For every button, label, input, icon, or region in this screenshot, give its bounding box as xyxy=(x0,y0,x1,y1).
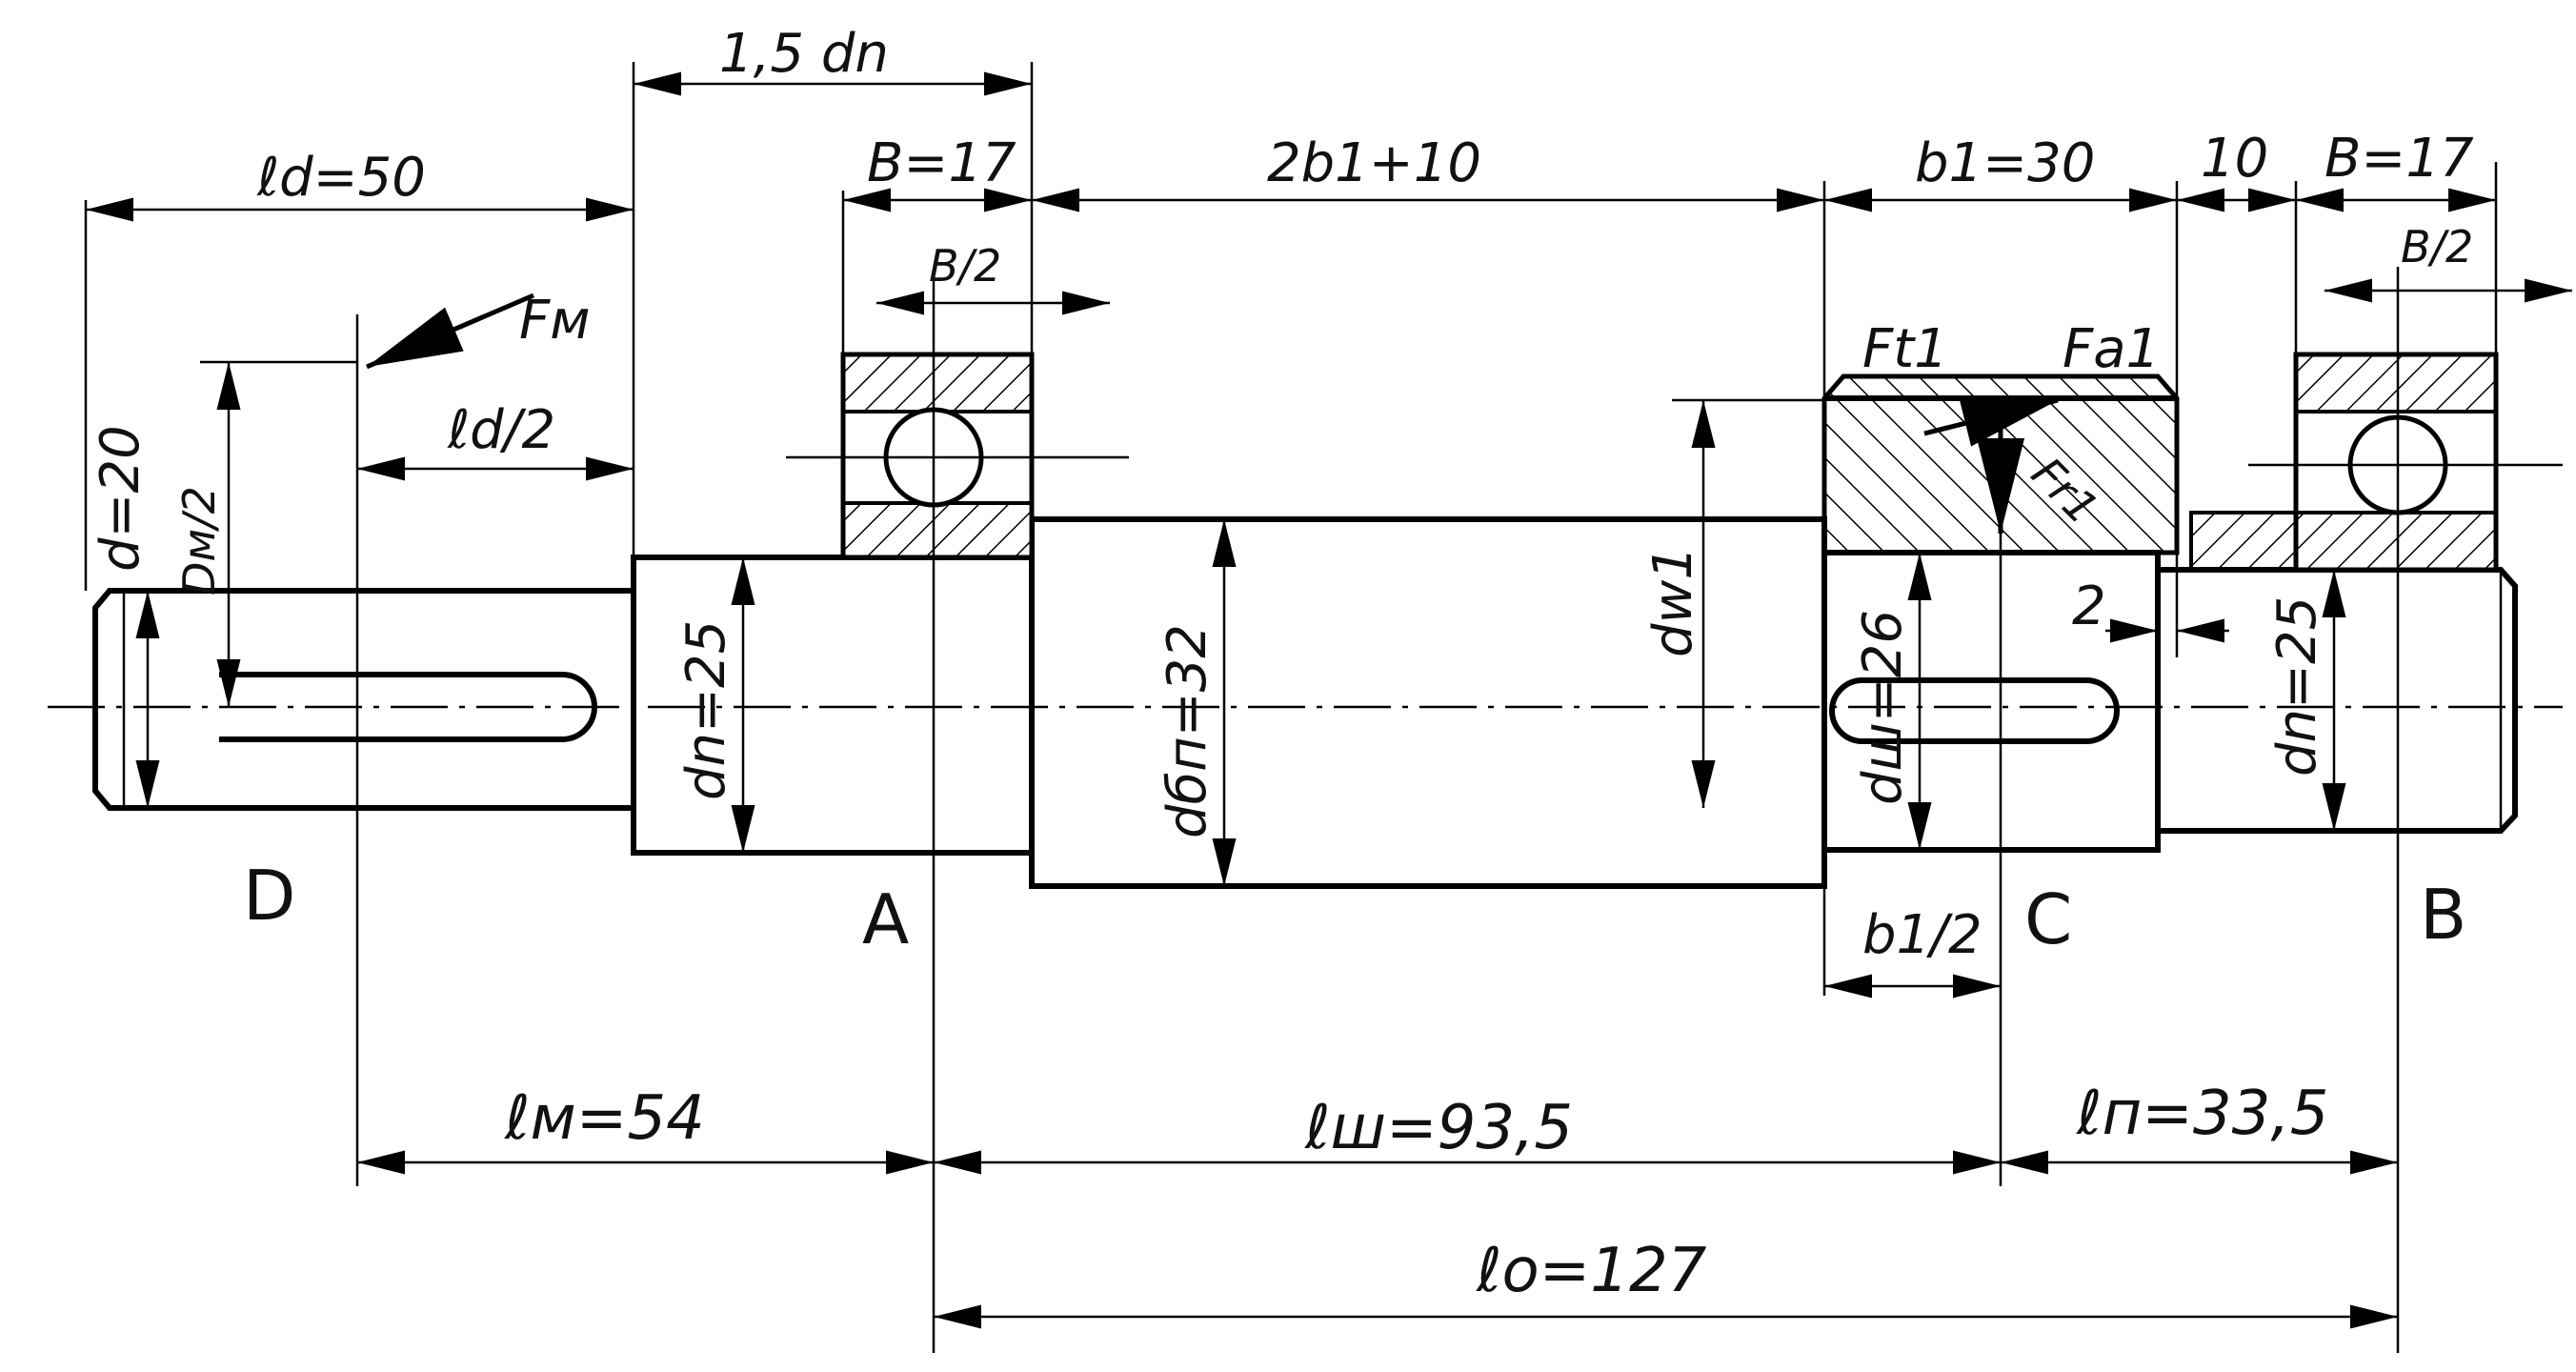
label-lo: ℓo=127 xyxy=(1476,1236,1707,1306)
label-ln: ℓп=33,5 xyxy=(2076,1079,2328,1149)
label-2b1-plus-10: 2b1+10 xyxy=(1267,132,1481,194)
bearing-b xyxy=(2189,352,2563,573)
label-lsh: ℓш=93,5 xyxy=(1304,1093,1573,1163)
label-fm: Fм xyxy=(519,290,590,352)
point-d: D xyxy=(243,856,295,936)
label-two: 2 xyxy=(2072,575,2106,637)
point-b: B xyxy=(2420,875,2466,955)
bearing-a xyxy=(786,352,1129,560)
label-ft1: Ft1 xyxy=(1862,318,1948,380)
label-b1-half: b1/2 xyxy=(1862,904,1982,966)
label-b17-right: B=17 xyxy=(2324,128,2474,190)
label-1-5-dn: 1,5 dn xyxy=(719,23,889,85)
label-dw1: dw1 xyxy=(1642,546,1704,657)
label-b17-left: B=17 xyxy=(867,132,1016,194)
force-arrows xyxy=(366,293,2059,534)
label-dsh: dш=26 xyxy=(1852,610,1914,805)
shaft-outline xyxy=(92,516,2518,889)
label-ld: ℓd=50 xyxy=(256,147,426,209)
label-b-half-left: B/2 xyxy=(929,240,1001,292)
point-c: C xyxy=(2024,879,2072,959)
label-dn-right: dn=25 xyxy=(2266,596,2328,777)
drawing-labels: 1,5 dn ℓd=50 B=17 2b1+10 b1=30 10 B=17 B… xyxy=(90,23,2474,1306)
gear-section xyxy=(1672,373,2180,555)
label-dn-left: dn=25 xyxy=(675,620,737,800)
label-fa1: Fa1 xyxy=(2063,318,2160,380)
label-dm-half: Dм/2 xyxy=(173,486,225,595)
label-d20: d=20 xyxy=(90,425,151,572)
dimension-lines xyxy=(86,71,2572,1329)
label-dbn: dбп=32 xyxy=(1157,624,1218,838)
label-ld-half: ℓd/2 xyxy=(447,399,555,461)
label-lm: ℓм=54 xyxy=(504,1083,705,1154)
label-b1: b1=30 xyxy=(1915,132,2095,194)
label-ten: 10 xyxy=(2201,128,2268,190)
point-a: A xyxy=(862,879,909,959)
label-b-half-right: B/2 xyxy=(2401,221,2473,272)
